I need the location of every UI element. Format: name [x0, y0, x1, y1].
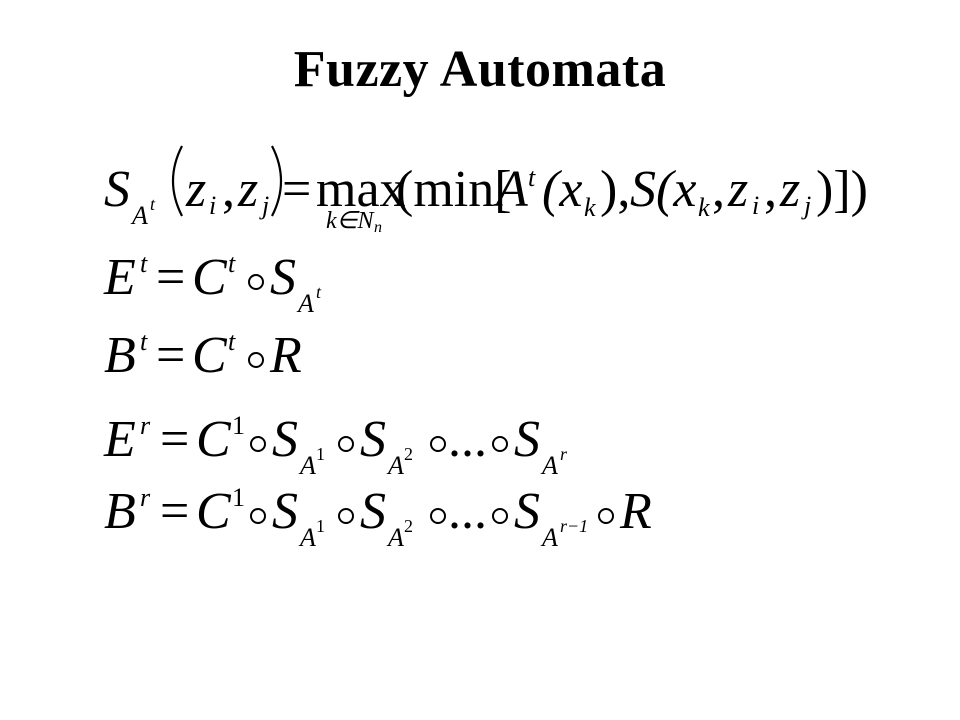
eq1-s-open: (x: [656, 161, 696, 218]
eq4-S2: S: [360, 411, 386, 468]
eq2-E-sup: t: [140, 249, 148, 278]
eq2-C-sup: t: [228, 249, 236, 278]
slide-title: Fuzzy Automata: [293, 41, 667, 98]
eq4-E: E: [103, 411, 136, 468]
eq4-S1: S: [272, 411, 298, 468]
eq5-compose-2-icon: [338, 508, 354, 524]
eq1-x-close: ),: [600, 161, 630, 218]
eq1-A: A: [493, 161, 528, 218]
eq5-S3-sub-A: A: [540, 523, 558, 552]
eq2-S-sub-A: A: [296, 289, 314, 318]
eq2-compose-icon: [248, 274, 264, 290]
eq4-C-sup: 1: [232, 411, 245, 440]
eq4-S3-sub-A: A: [540, 451, 558, 480]
eq2-S: S: [270, 249, 296, 306]
eq4-S2-sub-A: A: [386, 451, 404, 480]
equation-b-r: B r = C 1 S A 1 S A 2 ... S A r−1 R: [104, 483, 652, 552]
equation-similarity: S A t z i , z j = max k∈N n (min[ A t (x…: [104, 145, 868, 236]
eq4-E-sup: r: [140, 411, 151, 440]
eq5-S1-sub-1: 1: [316, 516, 325, 536]
eq2-E: E: [103, 249, 136, 306]
eq1-max-under-sub: n: [374, 219, 382, 236]
eq1-max: max: [316, 161, 406, 218]
eq1-z1-sub: i: [209, 191, 216, 220]
eq3-B: B: [104, 327, 136, 384]
eq5-equals: =: [160, 483, 189, 540]
eq1-S2: S: [630, 161, 656, 218]
eq5-S1: S: [272, 483, 298, 540]
eq4-dots: ...: [448, 411, 487, 468]
eq1-min-open: (min[: [396, 161, 512, 218]
eq5-C: C: [196, 483, 232, 540]
eq5-S2-sub-A: A: [386, 523, 404, 552]
eq1-x-sub: k: [584, 193, 596, 222]
eq3-compose-icon: [248, 352, 264, 368]
eq1-s-z2-sub: j: [801, 191, 811, 220]
eq2-equals: =: [156, 249, 185, 306]
eq4-equals: =: [160, 411, 189, 468]
eq1-close: )]): [816, 161, 868, 218]
eq4-S2-sub-2: 2: [404, 444, 413, 464]
eq4-compose-2-icon: [338, 436, 354, 452]
eq5-compose-1-icon: [250, 508, 266, 524]
eq1-z1: z: [185, 161, 206, 218]
eq1-S: S: [104, 161, 130, 218]
eq5-compose-4-icon: [492, 508, 508, 524]
eq5-S3-sub-r-minus-1: r−1: [560, 516, 588, 536]
eq3-B-sup: t: [140, 327, 148, 356]
eq1-max-under: k∈N: [326, 208, 376, 234]
eq5-S2-sub-2: 2: [404, 516, 413, 536]
eq5-C-sup: 1: [232, 483, 245, 512]
eq5-compose-3-icon: [430, 508, 446, 524]
eq1-s-z1: z: [727, 161, 748, 218]
eq4-C: C: [196, 411, 232, 468]
equation-b-t: B t = C t R: [104, 327, 302, 384]
eq1-x-open: (x: [542, 161, 582, 218]
eq4-compose-4-icon: [492, 436, 508, 452]
eq5-B-sup: r: [140, 483, 151, 512]
eq1-s-z2: z: [779, 161, 800, 218]
eq5-compose-5-icon: [598, 508, 614, 524]
eq1-A-sup: t: [528, 163, 536, 192]
eq1-equals: =: [282, 161, 311, 218]
equation-e-r: E r = C 1 S A 1 S A 2 ... S A r: [103, 411, 568, 480]
eq1-big-left-paren: [172, 145, 183, 217]
eq1-s-z1-sub: i: [752, 191, 759, 220]
eq1-sub-t: t: [150, 194, 156, 214]
eq3-equals: =: [156, 327, 185, 384]
eq5-R: R: [619, 483, 652, 540]
eq2-S-sub-t: t: [316, 282, 322, 302]
eq1-big-right-paren: [271, 145, 282, 217]
eq1-s-comma2: ,: [764, 161, 777, 218]
eq1-s-comma1: ,: [712, 161, 725, 218]
eq4-S3-sub-r: r: [560, 444, 568, 464]
eq1-sub-A: A: [130, 201, 148, 230]
eq5-B: B: [104, 483, 136, 540]
eq5-S2: S: [360, 483, 386, 540]
eq1-z2-sub: j: [259, 191, 269, 220]
eq4-compose-3-icon: [430, 436, 446, 452]
eq3-R: R: [269, 327, 302, 384]
eq4-S1-sub-A: A: [298, 451, 316, 480]
eq5-S3: S: [514, 483, 540, 540]
eq4-S1-sub-1: 1: [316, 444, 325, 464]
eq4-S3: S: [514, 411, 540, 468]
eq4-compose-1-icon: [250, 436, 266, 452]
eq5-S1-sub-A: A: [298, 523, 316, 552]
eq1-z2: z: [237, 161, 258, 218]
eq5-dots: ...: [448, 483, 487, 540]
equation-e-t: E t = C t S A t: [103, 249, 322, 318]
eq1-s-x-sub: k: [698, 193, 710, 222]
eq1-comma: ,: [222, 161, 235, 218]
eq2-C: C: [192, 249, 228, 306]
eq3-C: C: [192, 327, 228, 384]
eq3-C-sup: t: [228, 327, 236, 356]
